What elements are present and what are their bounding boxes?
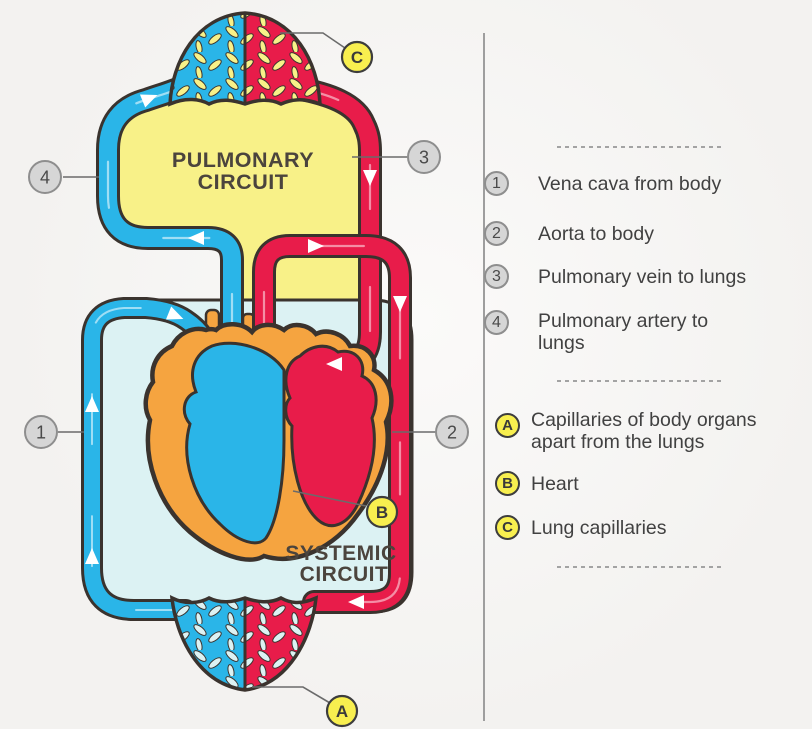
legend-item-aorta: 2 Aorta to body	[484, 221, 654, 246]
leader-lines	[58, 32, 436, 704]
heart	[143, 322, 394, 562]
marker-2: 2	[435, 415, 469, 449]
marker-a: A	[325, 694, 359, 728]
legend-marker-4: 4	[484, 310, 509, 335]
aorta-vessel	[252, 234, 412, 614]
legend-separator-top	[557, 146, 722, 148]
marker-3: 3	[407, 140, 441, 174]
legend-item-pulmonary-vein: 3 Pulmonary vein to lungs	[484, 264, 746, 289]
vena-cava-vessel	[81, 297, 215, 621]
legend-marker-c: C	[495, 515, 520, 540]
legend-separator-middle	[557, 380, 722, 382]
legend-item-heart: B Heart	[495, 471, 579, 496]
systemic-circuit-title-line2: CIRCUIT	[300, 563, 389, 586]
legend-label-body-capillaries: Capillaries of body organs apart from th…	[531, 409, 757, 453]
legend-item-pulmonary-artery: 4 Pulmonary artery to lungs	[484, 310, 738, 354]
legend-marker-2: 2	[484, 221, 509, 246]
pulmonary-circuit-title-line1: PULMONARY	[172, 148, 314, 172]
legend-separator-bottom	[557, 566, 722, 568]
svg-text:B: B	[376, 503, 388, 522]
legend-divider	[483, 33, 485, 721]
svg-text:2: 2	[447, 422, 457, 442]
systemic-circuit-title-line1: SYSTEMIC	[285, 542, 396, 565]
legend-label-aorta: Aorta to body	[538, 222, 654, 245]
svg-text:C: C	[351, 48, 363, 67]
svg-text:4: 4	[40, 167, 50, 187]
legend-label-pulmonary-vein: Pulmonary vein to lungs	[538, 265, 747, 288]
marker-c: C	[340, 40, 374, 74]
marker-4: 4	[28, 160, 62, 194]
marker-b: B	[365, 495, 399, 529]
circulation-diagram: PULMONARY CIRCUIT SYSTEMIC CIRCUIT 4 3 1…	[24, 11, 469, 728]
legend-marker-1: 1	[484, 171, 509, 196]
legend-marker-b: B	[495, 471, 520, 496]
flow-arrows	[85, 94, 407, 609]
pulmonary-circuit-title-line2: CIRCUIT	[198, 170, 289, 194]
heart-right-side-chamber	[182, 341, 286, 545]
body-capillaries-dome	[169, 595, 319, 692]
legend-item-lung-capillaries: C Lung capillaries	[495, 515, 667, 540]
marker-1: 1	[24, 415, 58, 449]
legend-item-body-capillaries: A Capillaries of body organs apart from …	[495, 409, 801, 453]
svg-text:A: A	[336, 702, 348, 721]
svg-text:3: 3	[419, 147, 429, 167]
legend-item-vena-cava: 1 Vena cava from body	[484, 171, 721, 196]
legend-label-vena-cava: Vena cava from body	[538, 172, 722, 195]
lung-capillaries-dome	[168, 11, 322, 107]
legend-label-heart: Heart	[531, 472, 579, 495]
legend-marker-a: A	[495, 413, 520, 438]
legend-label-pulmonary-artery: Pulmonary artery to lungs	[538, 310, 709, 354]
legend-label-lung-capillaries: Lung capillaries	[531, 516, 667, 539]
legend-marker-3: 3	[484, 264, 509, 289]
svg-text:1: 1	[36, 422, 46, 442]
